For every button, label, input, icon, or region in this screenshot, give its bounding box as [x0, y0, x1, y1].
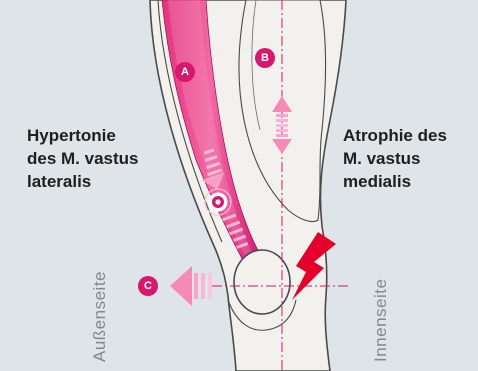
atrophie-label: Atrophie des M. vastus medialis: [343, 124, 447, 193]
outer-side-label: Außenseite: [90, 271, 110, 362]
hypertonie-label-line-2: des M. vastus: [27, 147, 139, 170]
marker-b: B: [255, 48, 275, 68]
atrophie-label-line-2: M. vastus: [343, 147, 447, 170]
marker-a: A: [175, 62, 195, 82]
atrophie-label-line-1: Atrophie des: [343, 124, 447, 147]
atrophie-label-line-3: medialis: [343, 170, 447, 193]
hypertonie-label-line-3: lateralis: [27, 170, 139, 193]
marker-c: C: [138, 276, 158, 296]
inner-side-label: Innenseite: [371, 279, 391, 362]
hypertonie-label-line-1: Hypertonie: [27, 124, 139, 147]
hypertonie-label: Hypertonie des M. vastus lateralis: [27, 124, 139, 193]
tension-marker: [205, 189, 231, 215]
lateral-pull-arrow: [170, 266, 212, 306]
